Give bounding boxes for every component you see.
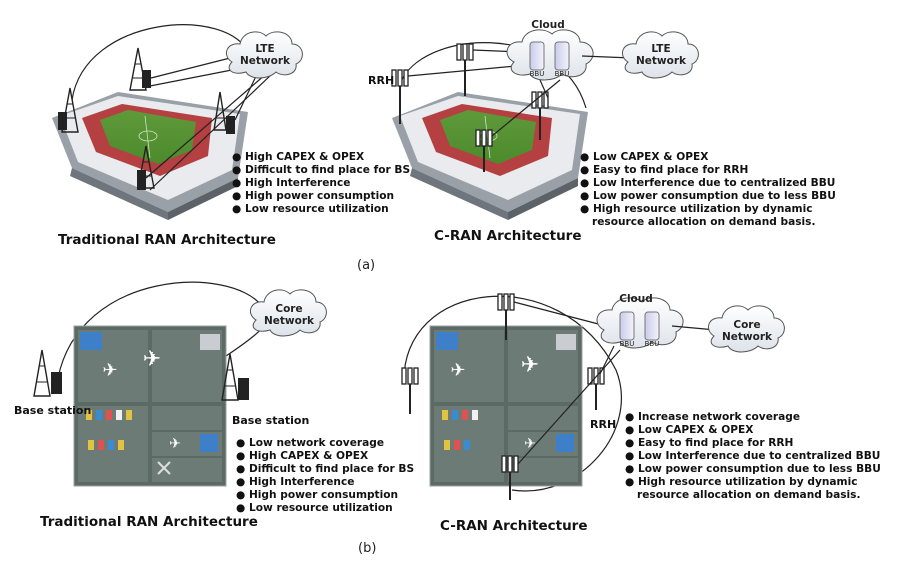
bullet-item: ● High resource utilization by dynamic <box>625 476 857 488</box>
bullet-item: ● High CAPEX & OPEX <box>236 450 368 462</box>
diagram-title: C-RAN Architecture <box>434 228 582 244</box>
base-station-tower <box>137 145 155 190</box>
cloud-title: Cloud <box>531 19 565 31</box>
rrh-antenna <box>587 367 605 410</box>
svg-text:✈: ✈ <box>169 436 181 452</box>
rrh-antenna <box>475 129 493 172</box>
diagram-title: Traditional RAN Architecture <box>58 232 276 248</box>
base-station-tower <box>58 87 79 133</box>
bullet-item: resource allocation on demand basis. <box>592 216 816 228</box>
base-station-tower <box>129 47 151 91</box>
cloud-bbu-pool: Cloud BBU BBU <box>506 19 594 81</box>
svg-text:✈: ✈ <box>521 353 539 378</box>
bullet-item: ● Low CAPEX & OPEX <box>580 151 708 163</box>
bullet-item: ● High Interference <box>232 177 350 189</box>
rrh-antenna <box>497 293 515 340</box>
bullet-list: ● High CAPEX & OPEX ● Difficult to find … <box>232 151 410 215</box>
svg-text:✈: ✈ <box>524 436 536 452</box>
bullet-item: ● Increase network coverage <box>625 411 800 423</box>
subfigure-caption: (b) <box>358 541 376 556</box>
base-station-tower <box>221 353 249 401</box>
bullet-item: resource allocation on demand basis. <box>637 489 861 501</box>
bullet-list: ● Increase network coverage ● Low CAPEX … <box>625 411 881 501</box>
diagram-title: Traditional RAN Architecture <box>40 514 258 530</box>
bullet-item: ● High resource utilization by dynamic <box>580 203 812 215</box>
rrh-antenna <box>456 43 474 96</box>
airport-map-illustration: ✈ ✈ ✈ <box>73 325 227 487</box>
bullet-item: ● Low CAPEX & OPEX <box>625 424 753 436</box>
panel-b-cran: ✈ ✈ ✈ <box>401 293 881 534</box>
bbu-label: BBU <box>620 340 635 348</box>
bullet-item: ● Low Interference due to centralized BB… <box>580 177 835 189</box>
bullet-item: ● Easy to find place for RRH <box>625 437 793 449</box>
rrh-antenna <box>391 69 409 124</box>
cloud-title: Cloud <box>619 293 653 305</box>
bullet-item: ● Difficult to find place for BS <box>236 463 414 475</box>
coverage-arc <box>57 281 263 379</box>
bullet-item: ● High power consumption <box>236 489 398 501</box>
rrh-label: RRH <box>590 418 616 431</box>
rrh-antenna <box>501 455 519 500</box>
svg-text:✈: ✈ <box>143 347 161 372</box>
bullet-item: ● Low resource utilization <box>232 203 389 215</box>
bullet-item: ● Low power consumption due to less BBU <box>625 463 881 475</box>
coverage-arc <box>399 42 587 109</box>
base-station-label: Base station <box>232 414 309 427</box>
bbu-label: BBU <box>645 340 660 348</box>
bullet-item: ● Difficult to find place for BS <box>232 164 410 176</box>
rrh-antenna <box>401 367 419 414</box>
bullet-item: ● High power consumption <box>232 190 394 202</box>
bullet-item: ● Low resource utilization <box>236 502 393 514</box>
cloud-bbu-pool: Cloud BBU BBU <box>596 293 684 349</box>
bullet-item: ● Low power consumption due to less BBU <box>580 190 836 202</box>
diagram-title: C-RAN Architecture <box>440 518 588 534</box>
stadium-illustration <box>392 92 588 220</box>
base-station-tower <box>33 349 62 397</box>
svg-text:✈: ✈ <box>450 360 465 381</box>
bullet-item: ● Low network coverage <box>236 437 384 449</box>
rrh-antenna <box>531 91 549 140</box>
bullet-item: ● Low Interference due to centralized BB… <box>625 450 880 462</box>
bbu-label: BBU <box>530 70 545 78</box>
stadium-illustration <box>52 92 248 220</box>
bbu-label: BBU <box>555 70 570 78</box>
panel-b-traditional: ✈ ✈ ✈ Base station Base station <box>14 281 414 530</box>
bullet-list: ● Low CAPEX & OPEX ● Easy to find place … <box>580 151 836 228</box>
base-station-label: Base station <box>14 404 91 417</box>
bullet-list: ● Low network coverage ● High CAPEX & OP… <box>236 437 414 514</box>
bullet-item: ● High Interference <box>236 476 354 488</box>
bullet-item: ● High CAPEX & OPEX <box>232 151 364 163</box>
svg-text:✈: ✈ <box>102 360 117 381</box>
bullet-item: ● Easy to find place for RRH <box>580 164 748 176</box>
coverage-arc <box>71 24 251 101</box>
subfigure-caption: (a) <box>357 258 375 273</box>
rrh-label: RRH <box>368 74 394 87</box>
